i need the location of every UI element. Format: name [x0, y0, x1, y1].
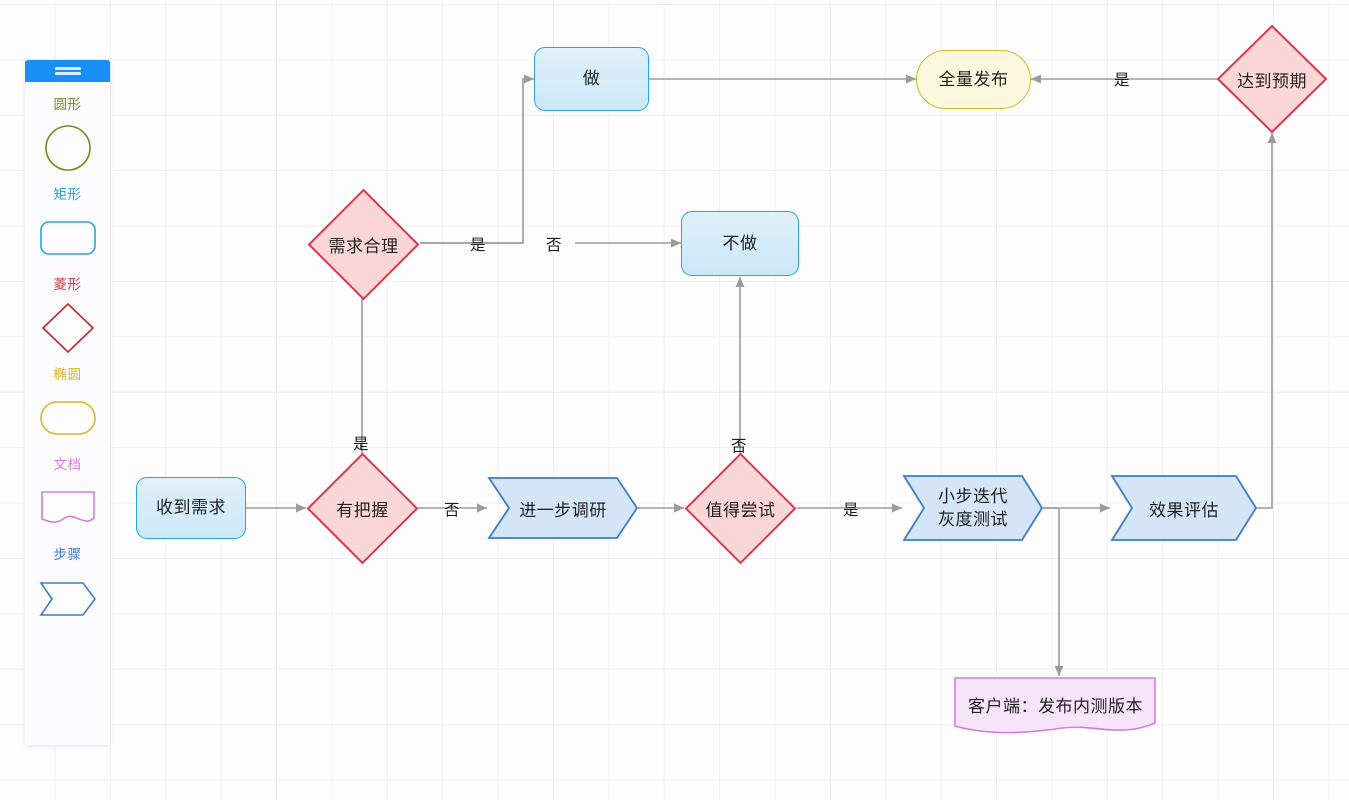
edge-label-worth-no: 否: [731, 438, 747, 455]
edge-label-confident-yes: 是: [353, 436, 369, 453]
shape-palette-panel[interactable]: 圆形 矩形 菱形 椭圆 文档: [25, 60, 110, 745]
node-evaluate-label: 效果评估: [1149, 500, 1219, 520]
palette-label-document: 文档: [53, 457, 82, 472]
drag-handle-icon[interactable]: [54, 65, 81, 77]
node-client[interactable]: 客户端：发布内测版本: [953, 676, 1158, 740]
node-expected-label: 达到预期: [1237, 71, 1307, 91]
edge-evaluate-expected: [1244, 133, 1277, 509]
rounded-rect-icon[interactable]: [39, 214, 97, 262]
node-dont[interactable]: 不做: [681, 211, 799, 276]
palette-label-ellipse: 椭圆: [53, 367, 82, 382]
palette-label-step: 步骤: [53, 547, 82, 562]
palette-item-diamond[interactable]: 菱形: [25, 275, 110, 354]
edge-label-reasonable-no: 否: [546, 237, 562, 254]
node-release-label: 全量发布: [938, 69, 1009, 89]
palette-item-step[interactable]: 步骤: [25, 545, 110, 622]
node-start-label: 收到需求: [156, 498, 226, 517]
edge-label-worth-yes: 是: [843, 502, 859, 519]
node-confident-label: 有把握: [336, 501, 389, 520]
node-research-label: 进一步调研: [519, 500, 607, 520]
edge-label-reasonable-yes: 是: [470, 237, 486, 254]
node-dont-label: 不做: [722, 233, 758, 253]
palette-item-document[interactable]: 文档: [25, 455, 110, 532]
diamond-icon[interactable]: [40, 302, 96, 354]
node-do-label: 做: [582, 69, 601, 88]
node-start[interactable]: 收到需求: [136, 477, 246, 539]
palette-label-circle: 圆形: [53, 97, 82, 112]
node-client-label: 客户端：发布内测版本: [968, 696, 1143, 716]
palette-item-ellipse[interactable]: 椭圆: [25, 365, 110, 442]
node-iterate[interactable]: 小步迭代 灰度测试: [902, 474, 1044, 542]
palette-item-circle[interactable]: 圆形: [25, 95, 110, 172]
node-worth-label: 值得尝试: [705, 501, 776, 520]
palette-label-diamond: 菱形: [53, 277, 82, 292]
edge-label-expected-yes: 是: [1114, 72, 1130, 89]
node-reasonable[interactable]: 需求合理: [307, 188, 420, 301]
palette-item-rect[interactable]: 矩形: [25, 185, 110, 262]
node-release[interactable]: 全量发布: [916, 50, 1031, 109]
step-icon[interactable]: [38, 574, 98, 622]
edge-reasonable-do: [420, 74, 534, 244]
node-iterate-label: 小步迭代 灰度测试: [902, 474, 1044, 542]
node-expected[interactable]: 达到预期: [1216, 24, 1328, 134]
node-worth[interactable]: 值得尝试: [684, 452, 797, 565]
circle-icon[interactable]: [42, 124, 94, 172]
node-confident[interactable]: 有把握: [306, 452, 419, 565]
node-reasonable-label: 需求合理: [328, 237, 399, 256]
node-evaluate[interactable]: 效果评估: [1110, 474, 1258, 542]
palette-drag-header[interactable]: [25, 60, 110, 82]
node-research[interactable]: 进一步调研: [487, 476, 639, 540]
ellipse-icon[interactable]: [39, 394, 97, 442]
palette-label-rect: 矩形: [53, 187, 82, 202]
node-iterate-line2: 灰度测试: [938, 510, 1008, 529]
edge-label-confident-no: 否: [444, 502, 460, 519]
node-iterate-line1: 小步迭代: [938, 487, 1008, 506]
node-do[interactable]: 做: [534, 47, 649, 111]
document-icon[interactable]: [39, 484, 97, 532]
